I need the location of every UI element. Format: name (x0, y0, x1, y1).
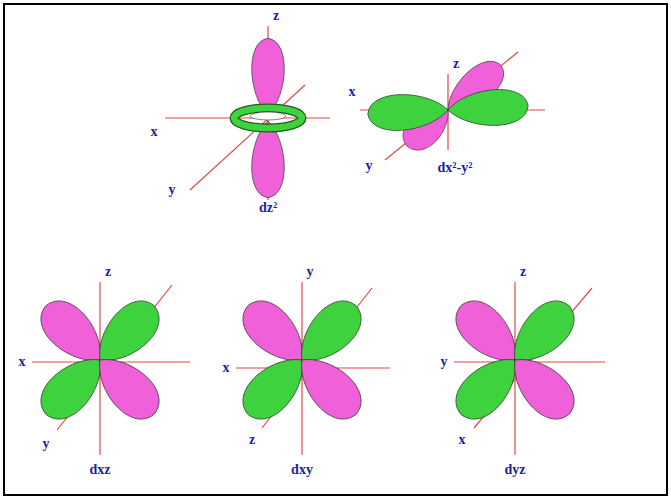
axis-label: z (105, 264, 111, 279)
dxy-orbital (233, 291, 371, 429)
orbital-name: dxy (291, 462, 313, 477)
axis-label: x (459, 432, 466, 447)
axis-label: z (520, 264, 526, 279)
axis-label: y (441, 354, 448, 369)
dyz-orbital (446, 291, 584, 429)
axis-label: x (19, 354, 26, 369)
axis-label: z (453, 56, 459, 71)
orbital-name: dxz (90, 462, 111, 477)
axis-label: x (223, 360, 230, 375)
axis-label: x (349, 84, 356, 99)
axis-label: y (43, 436, 50, 451)
dx2-y2-orbital (367, 53, 529, 158)
axis-label: z (249, 432, 255, 447)
axis-label: z (273, 8, 279, 23)
axis-label: x (151, 124, 158, 139)
dxz-orbital (31, 291, 169, 429)
orbital-name: dx²-y² (438, 160, 473, 175)
frame (4, 4, 667, 495)
axis-label: y (307, 264, 314, 279)
orbital-name: dz² (259, 200, 277, 215)
axis-label: y (366, 158, 373, 173)
axes (32, 26, 605, 455)
orbital-name: dyz (505, 462, 526, 477)
dz2-orbital (234, 38, 302, 197)
axis-label: y (169, 182, 176, 197)
